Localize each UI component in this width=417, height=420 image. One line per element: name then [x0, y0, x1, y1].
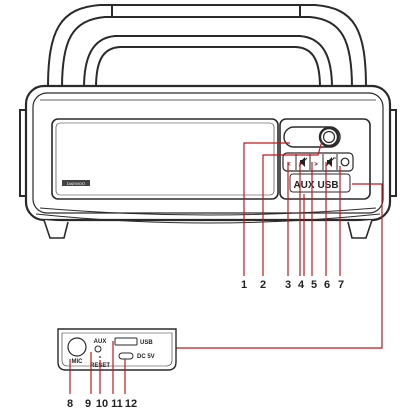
next-button[interactable]: >	[314, 162, 318, 168]
callout-2: 2	[260, 279, 266, 291]
dc-label: DC 5V	[137, 354, 155, 360]
bottom-leader-lines	[69, 341, 126, 394]
aux-panel-label: AUX	[293, 180, 314, 191]
mic-label: MIC	[72, 359, 84, 365]
callout-10: 10	[96, 398, 108, 410]
dc-port[interactable]	[118, 352, 134, 360]
callout-7: 7	[338, 279, 344, 291]
callout-1: 1	[241, 279, 247, 291]
usb-port[interactable]	[114, 337, 138, 346]
top-leader-lines	[176, 140, 383, 349]
volume-up-icon[interactable]	[325, 157, 336, 167]
front-grille: DAEWOO	[51, 118, 279, 200]
control-panel: < > AUX USB	[279, 118, 371, 200]
callout-11: 11	[111, 398, 123, 410]
callout-3: 3	[285, 279, 291, 291]
callout-4: 4	[298, 279, 305, 291]
aux-port[interactable]	[94, 345, 102, 353]
prev-button[interactable]: <	[287, 162, 291, 168]
callout-8: 8	[67, 398, 73, 410]
bottom-callouts: 8 9 10 11 12	[67, 398, 137, 410]
brand-logo: DAEWOO	[67, 181, 85, 186]
callout-5: 5	[311, 279, 317, 291]
carry-handle	[47, 4, 367, 89]
callout-9: 9	[85, 398, 91, 410]
top-callouts: 1 2 3 4 5 6 7	[241, 279, 344, 291]
usb-label: USB	[140, 340, 153, 346]
callout-6: 6	[324, 279, 330, 291]
mode-knob-inner	[322, 130, 336, 144]
aux-label: AUX	[94, 339, 107, 345]
usb-panel-label: USB	[317, 180, 338, 191]
mic-port	[67, 337, 87, 357]
callout-12: 12	[125, 398, 137, 410]
port-panel: MIC AUX RESET USB DC 5V	[57, 328, 177, 371]
power-icon[interactable]	[340, 157, 350, 167]
reset-hole[interactable]	[99, 356, 101, 358]
